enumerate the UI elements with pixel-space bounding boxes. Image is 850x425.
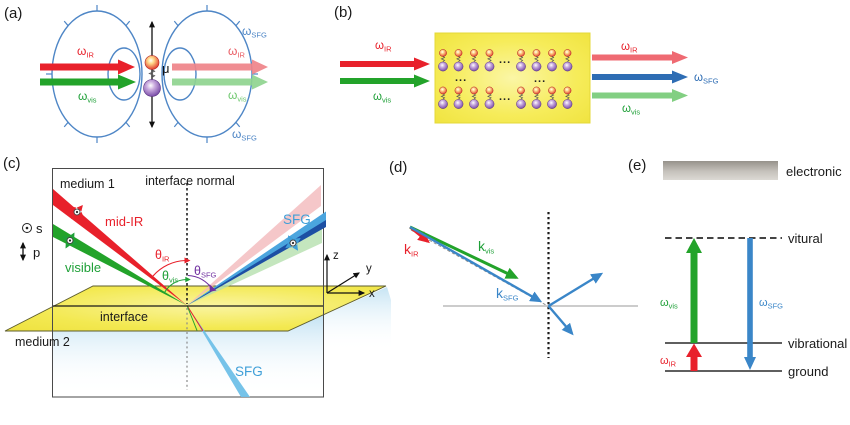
vis-transition-arrow xyxy=(686,238,702,343)
theta-sfg-label: θSFG xyxy=(194,264,217,280)
panel-e-tag: (e) xyxy=(628,157,646,174)
vis-input-arrow xyxy=(340,74,430,88)
ir-refracted-line xyxy=(186,305,204,332)
theta-sfg-arc xyxy=(187,274,217,292)
sfg-emission-arrow xyxy=(744,238,756,370)
mid-ir-beam xyxy=(53,189,187,306)
panel-a-tag: (a) xyxy=(4,5,22,22)
polarization-marker-ir xyxy=(69,204,85,220)
k-vis-label: kvis xyxy=(478,238,494,256)
panel-a-dipole-radiation: (a) μ ωIR ωvis ωIR ωvis ωSFG ωSFG xyxy=(4,5,268,143)
k-vis-vector xyxy=(409,225,519,279)
theta-vis-label: θvis xyxy=(162,269,178,285)
sfg-transmitted-label: SFG xyxy=(235,364,263,379)
interface-label: interface xyxy=(100,310,148,324)
coordinate-axes xyxy=(324,253,366,296)
vis-refracted-line xyxy=(186,305,198,331)
omega-vis-in-label: ωvis xyxy=(78,89,97,105)
k-sfg-vector xyxy=(409,225,543,303)
visible-beam xyxy=(53,224,187,306)
panel-c-tag: (c) xyxy=(3,155,21,172)
omega-sfg-label: ωSFG xyxy=(759,297,783,311)
ir-beam-in-arrow xyxy=(40,59,135,75)
polarization-marker-sfg xyxy=(285,235,301,251)
ir-beam-out-arrow xyxy=(172,59,268,75)
red-atom-sphere xyxy=(144,55,160,70)
mid-ir-label: mid-IR xyxy=(105,214,143,229)
panel-b-molecular-layer: (b) ... ... ... ... ωIR ωvis ωIR ωSFG ωv… xyxy=(334,4,719,124)
omega-ir-in-label: ωIR xyxy=(77,44,94,60)
theta-ir-arc xyxy=(152,257,191,277)
molecule-array: ... ... ... ... xyxy=(438,49,573,109)
interface-plane xyxy=(4,285,387,332)
vis-beam-in-arrow xyxy=(40,74,136,90)
panel-b-tag: (b) xyxy=(334,4,352,21)
omega-ir-input-label: ωIR xyxy=(375,40,392,54)
sfg-output-arrow xyxy=(592,70,688,84)
ellipsis-row2: ... xyxy=(499,91,511,103)
vis-output-arrow xyxy=(592,89,688,102)
ellipsis-row1: ... xyxy=(499,54,511,66)
p-label: p xyxy=(33,245,40,260)
virtual-label: vitural xyxy=(788,231,823,246)
k-sfg-label: kSFG xyxy=(496,285,519,303)
electronic-state-band xyxy=(663,161,778,180)
radiation-tick-marks xyxy=(46,5,258,143)
theta-ir-label: θIR xyxy=(155,248,170,264)
ir-transition-arrow xyxy=(686,343,702,371)
k-ir-label: kIR xyxy=(404,241,419,259)
lobe-left-inner xyxy=(107,47,141,101)
sfg-transmitted-beam xyxy=(187,305,250,397)
omega-sfg-top-label: ωSFG xyxy=(242,24,267,40)
frame-border xyxy=(52,168,324,398)
ellipsis-mid-left: ... xyxy=(455,72,467,84)
omega-vis-output-label: ωvis xyxy=(622,103,640,117)
polarization-marker-vis xyxy=(61,232,79,249)
lobe-right-outer xyxy=(161,10,253,138)
sfg-reflected-vector xyxy=(547,272,604,308)
ir-output-arrow xyxy=(592,51,688,64)
y-axis xyxy=(326,272,360,294)
vis-beam-out-arrow xyxy=(172,74,268,90)
panel-d-tag: (d) xyxy=(389,159,407,176)
lobe-right-inner xyxy=(163,47,197,101)
molecular-slab xyxy=(434,32,591,124)
omega-sfg-bottom-label: ωSFG xyxy=(232,127,257,143)
electronic-label: electronic xyxy=(786,164,842,179)
sfg-beam-light xyxy=(187,211,326,306)
medium2-label: medium 2 xyxy=(15,335,70,349)
ir-input-arrow xyxy=(340,57,430,71)
theta-vis-arc xyxy=(163,276,191,294)
x-axis-label: x xyxy=(369,288,375,300)
omega-ir-out-label: ωIR xyxy=(228,44,245,60)
mu-label: μ xyxy=(162,61,170,76)
panel-e-energy-levels: (e) ωvis ωSFG ωIR electronic vitural vib… xyxy=(628,157,847,379)
sp-polarization-legend: s p xyxy=(20,221,43,262)
y-axis-label: y xyxy=(366,263,372,275)
omega-ir-output-label: ωIR xyxy=(621,41,638,55)
interface-normal-label: interface normal xyxy=(145,174,235,188)
ellipsis-mid-right: ... xyxy=(534,73,546,85)
omega-vis-label: ωvis xyxy=(660,297,678,311)
dipole-radiation-lobes xyxy=(46,5,258,143)
medium1-label: medium 1 xyxy=(60,177,115,191)
s-label: s xyxy=(36,221,43,236)
sfg-reflected-label: SFG xyxy=(283,212,311,227)
lobe-left-outer xyxy=(51,10,143,138)
ground-label: ground xyxy=(788,364,828,379)
purple-atom-sphere xyxy=(143,79,161,97)
panel-d-wavevector-diagram: (d) kIR kvis kSFG xyxy=(389,159,638,358)
omega-ir-label: ωIR xyxy=(660,355,677,369)
visible-label: visible xyxy=(65,260,101,275)
z-axis-label: z xyxy=(333,250,339,262)
dipole-spring xyxy=(148,69,156,78)
vibrational-label: vibrational xyxy=(788,336,847,351)
omega-vis-input-label: ωvis xyxy=(373,91,391,105)
ir-reflected-beam xyxy=(187,185,321,306)
medium2-region-right xyxy=(286,287,391,352)
omega-vis-out-label: ωvis xyxy=(228,88,247,104)
panel-c-interface-geometry: (c) s p xyxy=(3,155,391,398)
omega-sfg-output-label: ωSFG xyxy=(694,72,719,86)
sfg-transmitted-vector xyxy=(547,305,574,336)
